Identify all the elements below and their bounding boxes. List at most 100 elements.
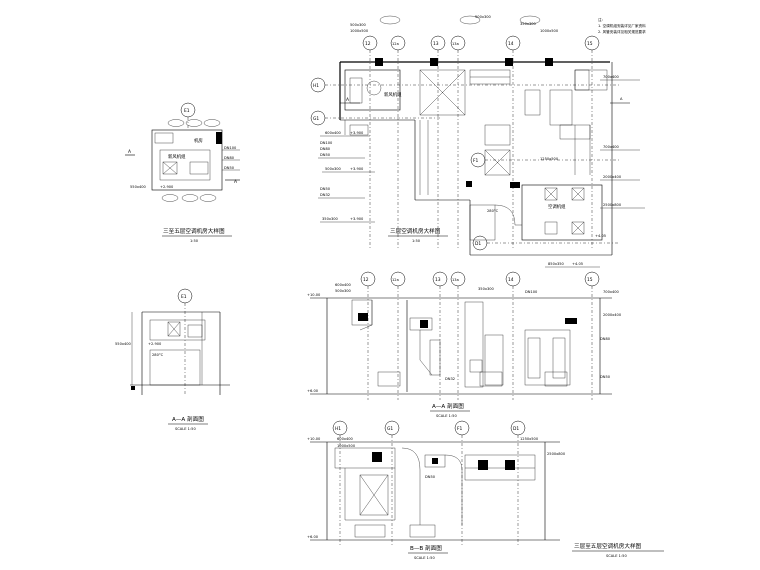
- view-2-scale: 1:50: [412, 239, 421, 243]
- svg-text:1000x500: 1000x500: [350, 29, 369, 33]
- svg-text:DN32: DN32: [320, 193, 330, 197]
- svg-text:DN100: DN100: [525, 290, 538, 294]
- svg-text:DN50: DN50: [224, 166, 235, 170]
- svg-text:D1: D1: [475, 241, 481, 247]
- svg-text:600x400: 600x400: [325, 131, 342, 135]
- svg-text:+4.05: +4.05: [595, 234, 606, 238]
- svg-text:550x400: 550x400: [115, 342, 132, 346]
- svg-text:2000x400: 2000x400: [603, 313, 622, 317]
- sheet-title: 三层至五层空调机房大样图 SCALE 1:50: [572, 542, 664, 558]
- svg-text:1250x500: 1250x500: [540, 157, 559, 161]
- plan-grid-bubbles-top: 12 12a 13 13a 14 15: [362, 35, 600, 51]
- plan-ahu-2-label: 空调机组: [548, 203, 566, 210]
- small-plan-ahu-label: 新风机组: [168, 153, 186, 160]
- plan-annotations-right: 700x400 A 700x400 2000x400 2500x800 +4.0…: [545, 75, 645, 268]
- svg-text:H1: H1: [335, 426, 341, 432]
- svg-text:G1: G1: [313, 116, 319, 122]
- svg-text:600x400: 600x400: [335, 283, 352, 287]
- plan-ahu-1-label: 新风机组: [384, 91, 402, 98]
- svg-text:280°C: 280°C: [487, 209, 499, 213]
- svg-text:280°C: 280°C: [152, 353, 164, 357]
- small-plan-view: E1 机房 新风机组 DN100 DN80 DN50 550x400 +2.90…: [125, 102, 240, 243]
- section-bb-grid-bubbles: H1 G1 F1 D1: [332, 420, 526, 436]
- svg-text:DN80: DN80: [320, 147, 331, 151]
- svg-text:1000x500: 1000x500: [337, 444, 356, 448]
- svg-text:500x300: 500x300: [325, 167, 342, 171]
- section-aa-grid-bubbles: 12 12a 13 13a 14 15: [360, 271, 600, 287]
- svg-text:14: 14: [508, 277, 514, 283]
- view-6-scale: SCALE 1:50: [606, 554, 627, 558]
- view-3-scale: SCALE 1:50: [175, 427, 196, 431]
- svg-text:13a: 13a: [452, 42, 459, 46]
- svg-text:DN100: DN100: [320, 141, 333, 145]
- svg-text:15: 15: [587, 41, 593, 47]
- svg-text:12a: 12a: [392, 42, 399, 46]
- svg-text:12a: 12a: [392, 278, 399, 282]
- svg-text:13: 13: [435, 277, 441, 283]
- svg-text:+2.900: +2.900: [160, 185, 174, 189]
- section-bb-view: H1 G1 F1 D1 +10.00 +6.00: [307, 420, 566, 560]
- view-2-title: 三层空调机房大样图: [390, 227, 441, 235]
- svg-text:DN80: DN80: [224, 156, 235, 160]
- svg-text:A: A: [128, 149, 131, 155]
- view-1-title: 三至五层空调机房大样图: [163, 227, 225, 235]
- svg-text:13: 13: [433, 41, 439, 47]
- svg-text:13a: 13a: [452, 278, 459, 282]
- svg-text:15: 15: [587, 277, 593, 283]
- svg-text:2500x800: 2500x800: [603, 203, 622, 207]
- grid-bubble-e1-label: E1: [184, 108, 190, 114]
- svg-text:DN32: DN32: [445, 377, 455, 381]
- svg-text:700x400: 700x400: [603, 145, 620, 149]
- svg-text:700x400: 700x400: [603, 290, 620, 294]
- svg-text:600x400: 600x400: [337, 437, 354, 441]
- svg-text:500x300: 500x300: [335, 289, 352, 293]
- svg-text:DN50: DN50: [320, 153, 331, 157]
- view-1-scale: 1:50: [190, 239, 199, 243]
- svg-text:A: A: [620, 97, 623, 101]
- svg-text:DN100: DN100: [224, 146, 237, 150]
- view-5-title: B—B 剖面图: [410, 544, 442, 552]
- section-aa-view: 12 12a 13 13a 14 15 +10.00 +6.00: [307, 271, 622, 418]
- svg-text:+4.05: +4.05: [572, 262, 583, 266]
- svg-text:+10.00: +10.00: [307, 437, 321, 441]
- svg-text:D1: D1: [513, 426, 519, 432]
- notes-line-2: 2. 风管安装详见相关规范要求: [598, 29, 646, 34]
- svg-text:E1: E1: [181, 294, 187, 300]
- notes-block: 注: 1. 空调机组安装详见厂家资料 2. 风管安装详见相关规范要求: [598, 17, 646, 34]
- svg-text:2500x800: 2500x800: [547, 452, 566, 456]
- view-6-title: 三层至五层空调机房大样图: [574, 542, 642, 550]
- plan-annotations-left: 600x400 +3.900 DN100 DN80 DN50 500x300 +…: [318, 131, 375, 223]
- notes-line-1: 1. 空调机组安装详见厂家资料: [598, 23, 646, 28]
- svg-text:DN50: DN50: [600, 375, 611, 379]
- svg-text:2000x400: 2000x400: [603, 175, 622, 179]
- svg-text:F1: F1: [473, 158, 479, 164]
- svg-text:F1: F1: [457, 426, 463, 432]
- svg-text:+3.900: +3.900: [350, 167, 364, 171]
- view-3-title: A—A 剖面图: [172, 415, 204, 423]
- view-5-scale: SCALE 1:50: [414, 556, 435, 560]
- small-plan-duct-label: 550x400: [130, 185, 147, 189]
- view-4-title: A—A 剖面图: [432, 402, 464, 410]
- svg-text:1250x500: 1250x500: [520, 437, 539, 441]
- svg-text:700x400: 700x400: [603, 75, 620, 79]
- notes-heading: 注:: [598, 17, 603, 22]
- svg-text:+6.00: +6.00: [307, 535, 319, 539]
- svg-text:DN80: DN80: [600, 337, 611, 341]
- svg-text:12: 12: [363, 277, 369, 283]
- svg-text:350x300: 350x300: [478, 287, 495, 291]
- small-section-view: E1 550x400 +2.900 280°C A—A 剖面图 SCALE 1:…: [115, 288, 230, 431]
- section-mark-a-small: A: [234, 179, 237, 185]
- svg-text:DN50: DN50: [320, 187, 331, 191]
- svg-text:500x300: 500x300: [350, 23, 367, 27]
- svg-text:850x350: 850x350: [548, 262, 565, 266]
- svg-text:H1: H1: [313, 83, 319, 89]
- svg-text:DN50: DN50: [425, 475, 436, 479]
- section-aa-elev-bottom: +6.00: [307, 389, 319, 393]
- svg-text:500x300: 500x300: [475, 15, 492, 19]
- svg-text:350x300: 350x300: [322, 217, 339, 221]
- svg-text:1000x500: 1000x500: [540, 29, 559, 33]
- svg-text:14: 14: [508, 41, 514, 47]
- svg-text:+2.900: +2.900: [148, 342, 162, 346]
- svg-text:G1: G1: [387, 426, 393, 432]
